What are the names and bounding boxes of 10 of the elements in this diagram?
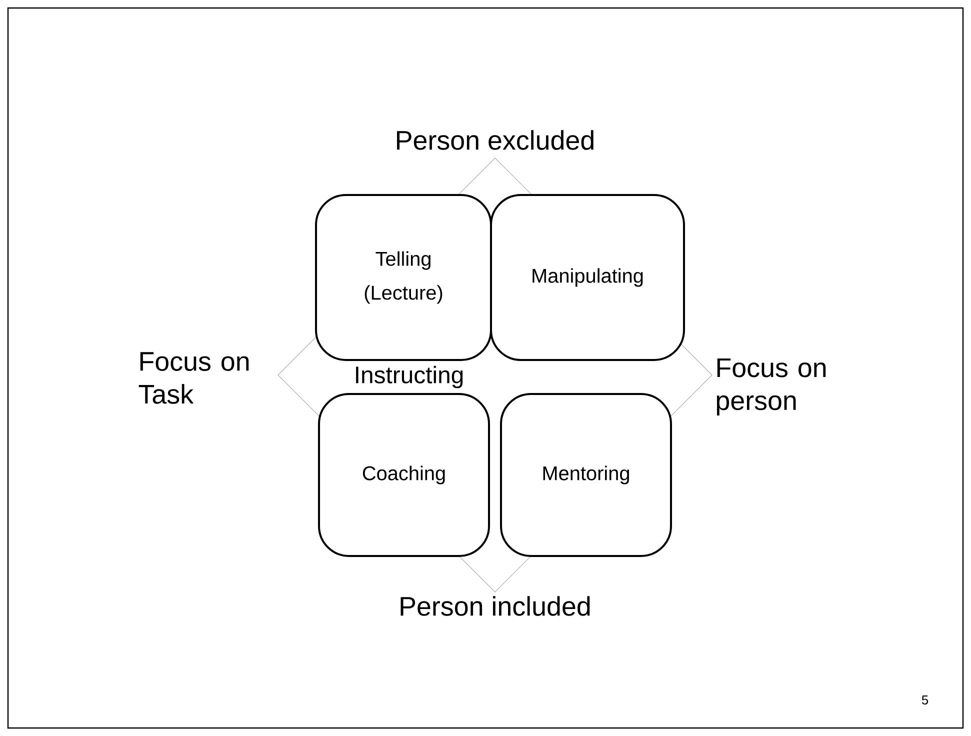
label-text: Instructing bbox=[356, 366, 463, 388]
label-text: Focus on Task bbox=[138, 352, 249, 404]
rounded-box: Mentoring bbox=[500, 393, 672, 557]
rounded-box: Manipulating bbox=[490, 194, 685, 361]
rounded-box: Coaching bbox=[318, 393, 490, 557]
label-text: Person excluded bbox=[397, 130, 594, 150]
label-text: Focus on person bbox=[716, 358, 826, 416]
label-text: 5 bbox=[922, 695, 928, 704]
label-text: Person included bbox=[400, 596, 590, 616]
rounded-box: Telling (Lecture) bbox=[315, 194, 492, 361]
